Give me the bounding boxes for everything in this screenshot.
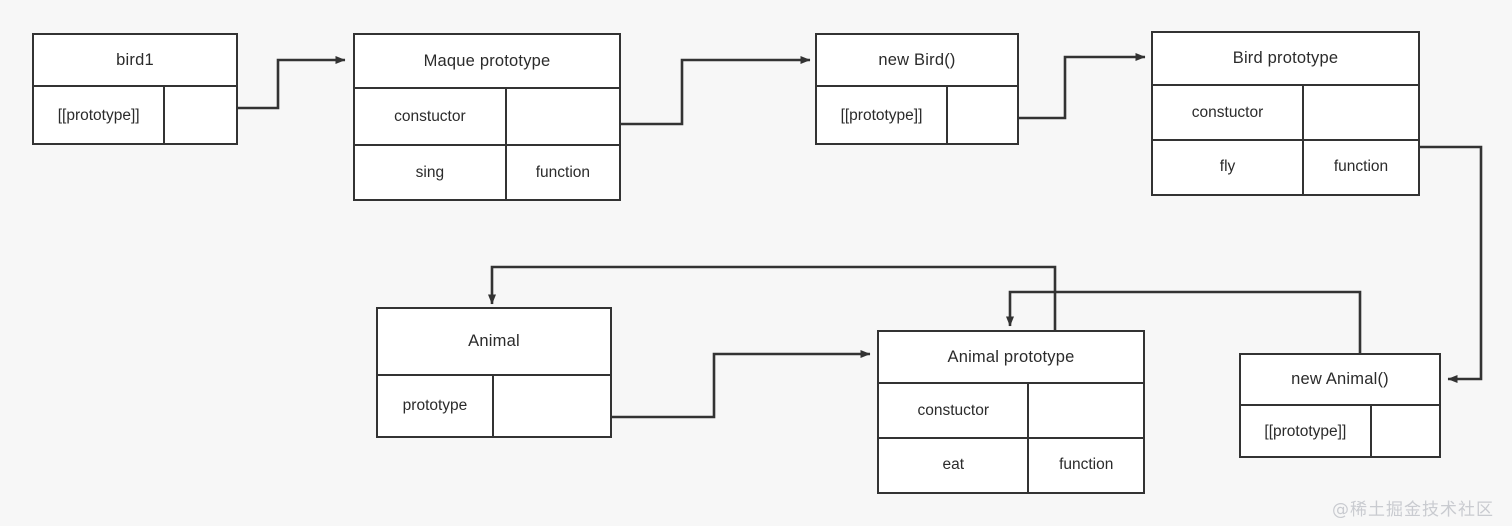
node-title: new Bird() <box>817 35 1017 87</box>
row-key: fly <box>1153 141 1305 194</box>
row-value: function <box>1059 456 1114 474</box>
table-row: sing function <box>355 144 619 201</box>
row-key: constuctor <box>879 384 1030 437</box>
table-row: constuctor <box>879 384 1143 437</box>
node-title: bird1 <box>34 35 236 87</box>
table-row: constuctor <box>355 89 619 144</box>
row-key: eat <box>879 439 1030 492</box>
node-maque-prototype[interactable]: Maque prototype constuctor sing function <box>353 33 621 201</box>
row-key: prototype <box>378 376 494 436</box>
table-row: prototype <box>378 376 610 436</box>
row-value: function <box>535 164 591 182</box>
row-value <box>1372 406 1439 458</box>
row-value <box>165 87 236 145</box>
row-key: sing <box>355 146 507 201</box>
row-key: [[prototype]] <box>34 87 166 145</box>
row-value <box>494 376 610 436</box>
node-animal[interactable]: Animal prototype <box>376 307 612 438</box>
row-value <box>1029 384 1143 437</box>
table-row: [[prototype]] <box>1241 406 1439 458</box>
node-title: Bird prototype <box>1153 33 1418 86</box>
row-key: [[prototype]] <box>817 87 948 145</box>
row-value: function <box>1333 158 1389 176</box>
node-new-bird[interactable]: new Bird() [[prototype]] <box>815 33 1019 145</box>
row-key: [[prototype]] <box>1241 406 1372 458</box>
node-title: Maque prototype <box>355 35 619 89</box>
table-row: eat function <box>879 437 1143 492</box>
row-value <box>1304 86 1418 139</box>
node-title: Animal prototype <box>879 332 1143 384</box>
row-key: constuctor <box>355 89 507 144</box>
watermark: @稀土掘金技术社区 <box>1332 500 1494 520</box>
node-title: new Animal() <box>1241 355 1439 406</box>
table-row: [[prototype]] <box>817 87 1017 145</box>
node-animal-prototype[interactable]: Animal prototype constuctor eat function <box>877 330 1145 494</box>
table-row: [[prototype]] <box>34 87 236 145</box>
node-title: Animal <box>378 309 610 376</box>
table-row: fly function <box>1153 139 1418 194</box>
table-row: constuctor <box>1153 86 1418 139</box>
row-value <box>948 87 1017 145</box>
row-value <box>507 89 619 144</box>
node-bird-prototype[interactable]: Bird prototype constuctor fly function <box>1151 31 1420 196</box>
row-key: constuctor <box>1153 86 1305 139</box>
node-new-animal[interactable]: new Animal() [[prototype]] <box>1239 353 1441 458</box>
node-bird1[interactable]: bird1 [[prototype]] <box>32 33 238 145</box>
